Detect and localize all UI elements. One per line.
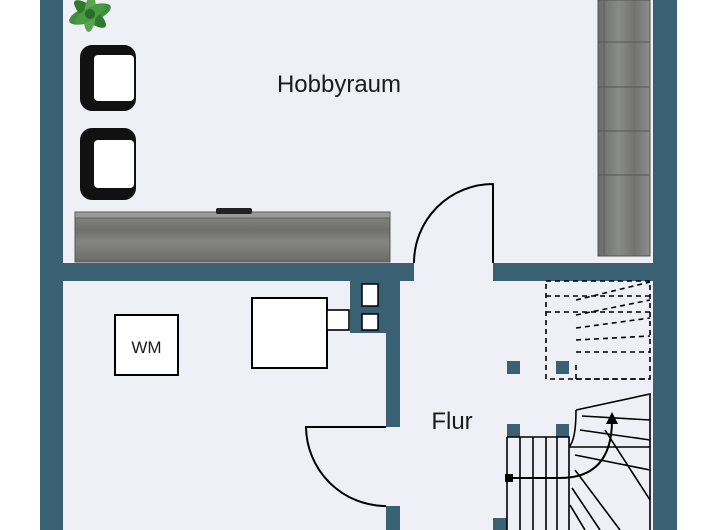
washing-machine — [114, 314, 179, 376]
shaft-box-top — [361, 283, 379, 307]
column-2 — [556, 361, 569, 374]
utility-unit-pipe — [326, 309, 350, 331]
wood-counter — [74, 211, 391, 263]
washing-machine-label: WM — [131, 338, 161, 357]
room-label-flur: Flur — [431, 408, 472, 435]
middle-wall-left — [63, 263, 414, 281]
staircase — [505, 280, 651, 530]
utility-door-opening — [384, 426, 402, 506]
armchair-icon — [80, 45, 136, 111]
hobby-door-opening — [414, 262, 493, 282]
wood-shelf — [597, 0, 651, 257]
column-4 — [556, 424, 569, 437]
hallway-floor — [400, 263, 493, 530]
stair-area-floor — [493, 281, 653, 530]
column-3 — [507, 424, 520, 437]
hallway-wall — [386, 281, 400, 427]
column-1 — [507, 361, 520, 374]
shaft-box-bottom — [361, 313, 379, 331]
plant-icon — [69, 0, 111, 32]
middle-wall-right — [493, 263, 653, 281]
hallway-wall-bottom — [386, 506, 400, 530]
utility-door-swing — [304, 426, 387, 507]
room-label-hobbyraum: Hobbyraum — [277, 71, 401, 98]
counter-handle — [216, 208, 252, 214]
stair-arrow-icon — [606, 412, 618, 424]
hobby-door-swing — [413, 182, 494, 264]
stair-walking-line — [509, 419, 613, 479]
armchair-icon — [80, 128, 136, 200]
utility-unit — [251, 297, 328, 369]
hallway-wall-right-stub — [493, 518, 507, 530]
